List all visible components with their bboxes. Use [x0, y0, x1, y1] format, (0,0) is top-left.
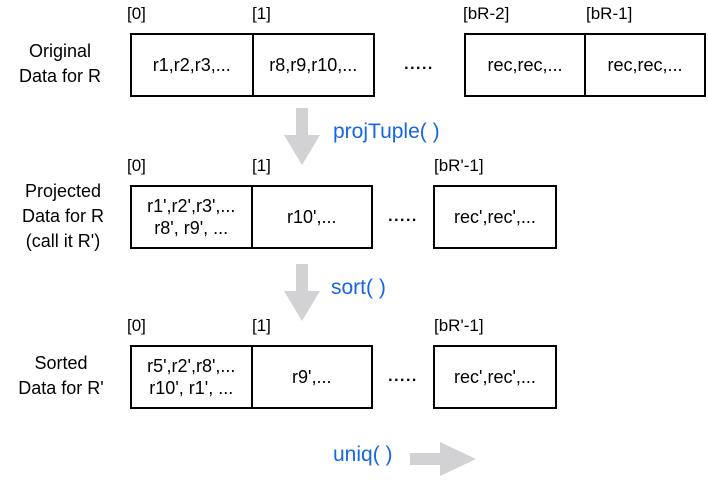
row-label-line: Projected: [24, 181, 102, 201]
block-index-label: [1]: [252, 156, 271, 175]
cell-line: rec,rec,...: [607, 55, 683, 75]
cell-line: r9',...: [292, 367, 332, 387]
cell-line: r5',r2',r8',...: [147, 356, 236, 376]
operation-label-projtuple: projTuple( ): [333, 120, 440, 143]
cell-line: r8', r9', ...: [154, 218, 229, 238]
cell-line: rec,rec,...: [487, 55, 563, 75]
down-arrow-icon: [284, 264, 320, 321]
cell-line: r10', r1', ...: [149, 378, 234, 398]
block-cell: r5',r2',r8',... r10', r1', ...: [132, 347, 251, 407]
row-label-line: Sorted: [34, 353, 88, 373]
block-cell: r10',...: [250, 187, 372, 247]
block-cell: r8,r9,r10,...: [251, 35, 374, 95]
cell-line: r10',...: [287, 207, 337, 227]
block-index-label: [0]: [127, 316, 146, 335]
row-label-line: Original: [28, 41, 92, 61]
block-index-label: [1]: [252, 4, 271, 23]
block-cell: r9',...: [250, 347, 372, 407]
block-group-original-right: rec,rec,... rec,rec,...: [464, 33, 706, 97]
operation-label-uniq: uniq( ): [333, 443, 393, 466]
block-cell: r1',r2',r3',... r8', r9', ...: [132, 187, 251, 247]
block-group-sorted-right: rec',rec',...: [433, 345, 557, 409]
block-cell: rec',rec',...: [435, 187, 555, 247]
block-group-sorted-left: r5',r2',r8',... r10', r1', ... r9',...: [130, 345, 373, 409]
block-index-label: [bR'-1]: [434, 316, 484, 335]
block-index-label: [1]: [252, 316, 271, 335]
row-label-line: (call it R'): [25, 231, 101, 251]
block-cell: r1,r2,r3,...: [132, 35, 252, 95]
cell-line: r1',r2',r3',...: [147, 196, 236, 216]
operation-label-sort: sort( ): [331, 276, 386, 299]
block-group-projected-right: rec',rec',...: [433, 185, 557, 249]
cell-line: rec',rec',...: [454, 207, 536, 227]
block-index-label: [bR-2]: [463, 4, 510, 23]
ellipsis-dots: .....: [404, 56, 434, 73]
block-group-projected-left: r1',r2',r3',... r8', r9', ... r10',...: [130, 185, 373, 249]
block-index-label: [0]: [127, 156, 146, 175]
block-index-label: [bR'-1]: [434, 156, 484, 175]
right-arrow-icon: [410, 440, 476, 478]
down-arrow-icon: [284, 108, 320, 165]
row-label-sorted-data: Sorted Data for R': [0, 351, 122, 401]
cell-line: r1,r2,r3,...: [152, 55, 231, 75]
row-label-line: Data for R: [18, 66, 102, 86]
block-cell: rec,rec,...: [584, 35, 704, 95]
block-group-original-left: r1,r2,r3,... r8,r9,r10,...: [130, 33, 375, 97]
row-label-line: Data for R: [21, 206, 105, 226]
block-index-label: [0]: [127, 4, 146, 23]
row-label-projected-data: Projected Data for R (call it R'): [0, 179, 126, 254]
block-cell: rec',rec',...: [435, 347, 555, 407]
cell-line: rec',rec',...: [454, 367, 536, 387]
cell-line: r8,r9,r10,...: [269, 55, 358, 75]
row-label-original-data: Original Data for R: [0, 39, 120, 89]
block-cell: rec,rec,...: [466, 35, 584, 95]
row-label-line: Data for R': [18, 378, 104, 398]
ellipsis-dots: .....: [388, 208, 418, 225]
ellipsis-dots: .....: [388, 368, 418, 385]
block-index-label: [bR-1]: [586, 4, 633, 23]
